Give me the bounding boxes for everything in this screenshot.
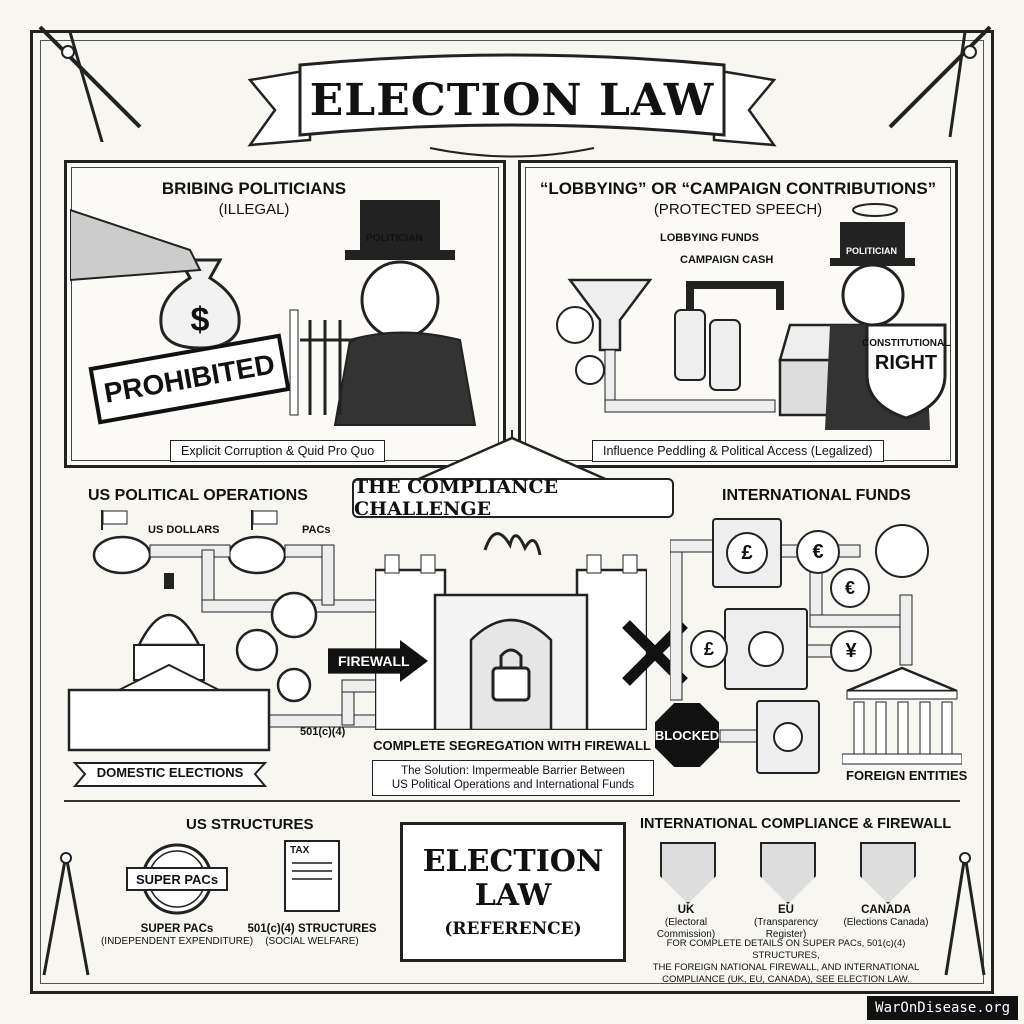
book-title-line3: (REFERENCE) <box>444 919 582 939</box>
vault-dial-icon-2 <box>773 722 803 752</box>
outer-frame <box>30 30 994 994</box>
panel-lobbying-subtitle: (PROTECTED SPEECH) <box>653 201 823 218</box>
page-title: ELECTION LAW <box>309 74 715 126</box>
super-pac-label: SUPER PACs <box>140 923 214 935</box>
solution-line1: The Solution: Impermeable Barrier Betwee… <box>401 765 625 777</box>
uk-caption: UK (Electoral Commission) <box>636 903 736 941</box>
intl-note-line2: THE FOREIGN NATIONAL FIREWALL, AND INTER… <box>652 962 920 973</box>
watermark-badge[interactable]: WarOnDisease.org <box>867 996 1018 1020</box>
shield-line2: RIGHT <box>874 352 938 374</box>
solution-line2: US Political Operations and Internationa… <box>391 779 635 791</box>
panel-bribing-title: BRIBING POLITICIANS <box>161 179 347 198</box>
solution-caption: The Solution: Impermeable Barrier Betwee… <box>372 760 654 796</box>
capitol-building-icon <box>67 573 271 752</box>
panel-bribing-caption: Explicit Corruption & Quid Pro Quo <box>170 440 386 462</box>
label-campaign-cash: CAMPAIGN CASH <box>680 254 774 266</box>
book-title-line2: LAW <box>474 878 552 913</box>
intl-note-line3: COMPLIANCE (UK, EU, CANADA), SEE ELECTIO… <box>662 974 910 985</box>
eu-caption: EU (Transparency Register) <box>736 903 836 941</box>
c4-sub: (SOCIAL WELFARE) <box>265 936 359 947</box>
panel-lobbying-title: “LOBBYING” OR “CAMPAIGN CONTRIBUTIONS” <box>539 179 937 198</box>
label-pacs: PACs <box>302 524 331 536</box>
vault-dial-icon <box>748 631 784 667</box>
gate-icon <box>289 309 355 416</box>
safe-pound: £ <box>712 518 782 588</box>
canada-sub: (Elections Canada) <box>843 917 929 928</box>
uk-sub: (Electoral Commission) <box>656 917 716 940</box>
panel-lobbying-heading: “LOBBYING” OR “CAMPAIGN CONTRIBUTIONS” (… <box>520 178 956 220</box>
label-foreign-entities: FOREIGN ENTITIES <box>846 768 968 783</box>
panel-bribing-heading: BRIBING POLITICIANS (ILLEGAL) <box>64 178 444 220</box>
title-ribbon <box>247 53 777 158</box>
safe-vault <box>724 608 808 690</box>
intl-note-line1: FOR COMPLETE DETAILS ON SUPER PACs, 501(… <box>666 938 906 961</box>
tax-document-label: TAX <box>290 845 310 856</box>
politician-figure-icon <box>333 200 477 426</box>
dollar-symbol: $ <box>190 300 210 339</box>
c4-caption: 501(c)(4) STRUCTURES (SOCIAL WELFARE) <box>246 922 378 948</box>
hat-label-left: POLITICIAN <box>366 233 423 244</box>
compliance-challenge-banner: THE COMPLIANCE CHALLENGE <box>352 476 674 520</box>
intl-note: FOR COMPLETE DETAILS ON SUPER PACs, 501(… <box>636 938 936 986</box>
pound-coin-2: £ <box>690 630 728 668</box>
euro-coin-2: € <box>830 568 870 608</box>
safe-vault-2 <box>756 700 820 774</box>
intl-pipes-network <box>670 524 929 743</box>
us-flag-icon <box>101 510 128 530</box>
pound-coin: £ <box>726 532 768 574</box>
compass-icon-right <box>888 25 992 138</box>
euro-coin: € <box>796 530 840 574</box>
blocked-sign: BLOCKED <box>655 703 719 767</box>
super-pac-caption: SUPER PACs (INDEPENDENT EXPENDITURE) <box>94 922 260 948</box>
label-us-dollars: US DOLLARS <box>148 524 220 536</box>
shield-text: CONSTITUTIONAL RIGHT <box>862 338 950 376</box>
canada-label: CANADA <box>861 904 911 916</box>
label-us-structures: US STRUCTURES <box>186 816 314 833</box>
super-pac-sub: (INDEPENDENT EXPENDITURE) <box>100 936 254 947</box>
compass-bottom-right-icon <box>944 852 986 976</box>
domestic-ribbon <box>72 762 268 787</box>
yen-coin: ¥ <box>830 630 872 672</box>
canada-caption: CANADA (Elections Canada) <box>836 903 936 929</box>
c4-label: 501(c)(4) STRUCTURES <box>247 923 377 935</box>
uk-label: UK <box>677 904 695 916</box>
section-divider <box>64 800 960 802</box>
us-flag-icon-2 <box>251 510 278 530</box>
compass-icon <box>38 25 142 142</box>
label-domestic-elections: DOMESTIC ELECTIONS <box>96 765 244 780</box>
hat-label-right: POLITICIAN <box>846 246 897 256</box>
hand-arm-icon <box>70 208 202 282</box>
funnel-pipes-icon <box>556 278 784 413</box>
shield-icon <box>865 323 947 420</box>
panel-bribing-subtitle: (ILLEGAL) <box>218 201 290 218</box>
label-lobbying-funds: LOBBYING FUNDS <box>660 232 759 244</box>
label-us-political-operations: US POLITICAL OPERATIONS <box>88 487 308 504</box>
label-intl-compliance: INTERNATIONAL COMPLIANCE & FIREWALL <box>640 816 952 832</box>
eu-label: EU <box>778 904 794 916</box>
castle-firewall-icon <box>375 532 647 730</box>
shield-line1: CONSTITUTIONAL <box>862 338 951 349</box>
label-501c4: 501(c)(4) <box>300 726 346 738</box>
election-law-reference-book[interactable]: ELECTION LAW (REFERENCE) <box>400 822 626 962</box>
us-pipes-network <box>92 535 382 728</box>
compass-bottom-left-icon <box>42 852 90 976</box>
book-title-line1: ELECTION <box>422 844 604 879</box>
tax-document-icon: TAX <box>284 840 340 912</box>
label-segregation: COMPLETE SEGREGATION WITH FIREWALL <box>373 738 651 753</box>
panel-lobbying-caption: Influence Peddling & Political Access (L… <box>592 440 884 462</box>
inner-frame <box>40 40 984 984</box>
eu-sub: (Transparency Register) <box>753 917 819 940</box>
label-international-funds: INTERNATIONAL FUNDS <box>722 487 911 504</box>
foreign-building-icon <box>842 666 962 765</box>
super-pac-badge-label: SUPER PACs <box>126 867 228 891</box>
